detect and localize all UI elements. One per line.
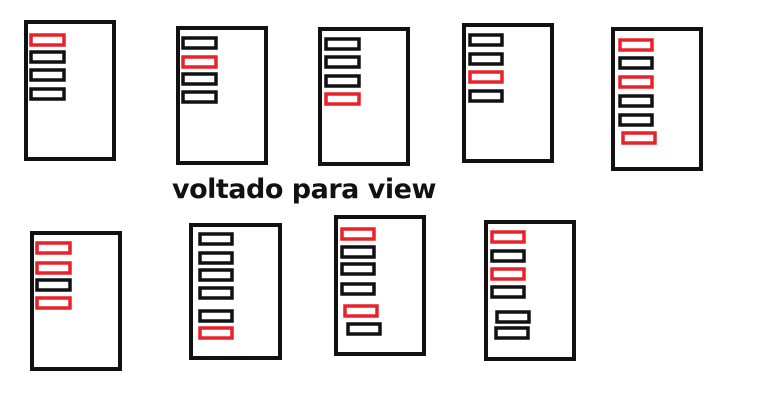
list-item	[340, 282, 376, 296]
list-item-selected	[490, 230, 526, 244]
list-item-selected	[198, 326, 234, 340]
panel-4	[462, 23, 554, 163]
list-item-selected	[618, 75, 654, 89]
list-item	[324, 55, 361, 69]
list-item-selected	[35, 296, 72, 310]
list-item	[181, 36, 218, 50]
panel-3	[318, 27, 410, 166]
list-item	[346, 322, 382, 336]
list-item	[618, 94, 654, 108]
panel-1	[24, 20, 116, 161]
list-item	[340, 245, 376, 259]
list-item-selected	[343, 304, 379, 318]
list-item	[468, 33, 504, 47]
list-item	[29, 68, 66, 82]
list-item-selected	[35, 261, 72, 275]
list-item-selected	[340, 227, 376, 241]
list-item	[35, 278, 72, 292]
list-item-selected	[29, 33, 66, 47]
list-item	[29, 87, 66, 101]
list-item	[490, 285, 526, 299]
list-item-selected	[468, 70, 504, 84]
list-item	[198, 232, 234, 246]
panel-8	[334, 215, 426, 356]
list-item	[490, 249, 526, 263]
list-item	[324, 74, 361, 88]
list-item-selected	[618, 38, 654, 52]
panel-7	[189, 223, 282, 360]
panel-2	[176, 26, 268, 165]
panel-6	[30, 231, 122, 371]
list-item-selected	[181, 55, 218, 69]
list-item	[495, 310, 531, 324]
list-item	[29, 50, 66, 64]
list-item-selected	[35, 241, 72, 255]
panel-5	[611, 27, 703, 171]
list-item	[198, 286, 234, 300]
list-item-selected	[490, 267, 526, 281]
list-item-selected	[324, 92, 361, 106]
list-item	[198, 309, 234, 323]
list-item	[181, 72, 218, 86]
list-item	[198, 268, 234, 282]
list-item	[340, 262, 376, 276]
list-item	[198, 251, 234, 265]
list-item	[618, 113, 654, 127]
list-item-selected	[621, 131, 657, 145]
list-item	[468, 89, 504, 103]
list-item	[494, 326, 530, 340]
diagram-caption: voltado para view	[172, 174, 436, 205]
list-item	[324, 37, 361, 51]
list-item	[618, 56, 654, 70]
list-item	[468, 52, 504, 66]
list-item	[181, 90, 218, 104]
panel-9	[484, 220, 576, 361]
panel-frame	[30, 231, 122, 371]
